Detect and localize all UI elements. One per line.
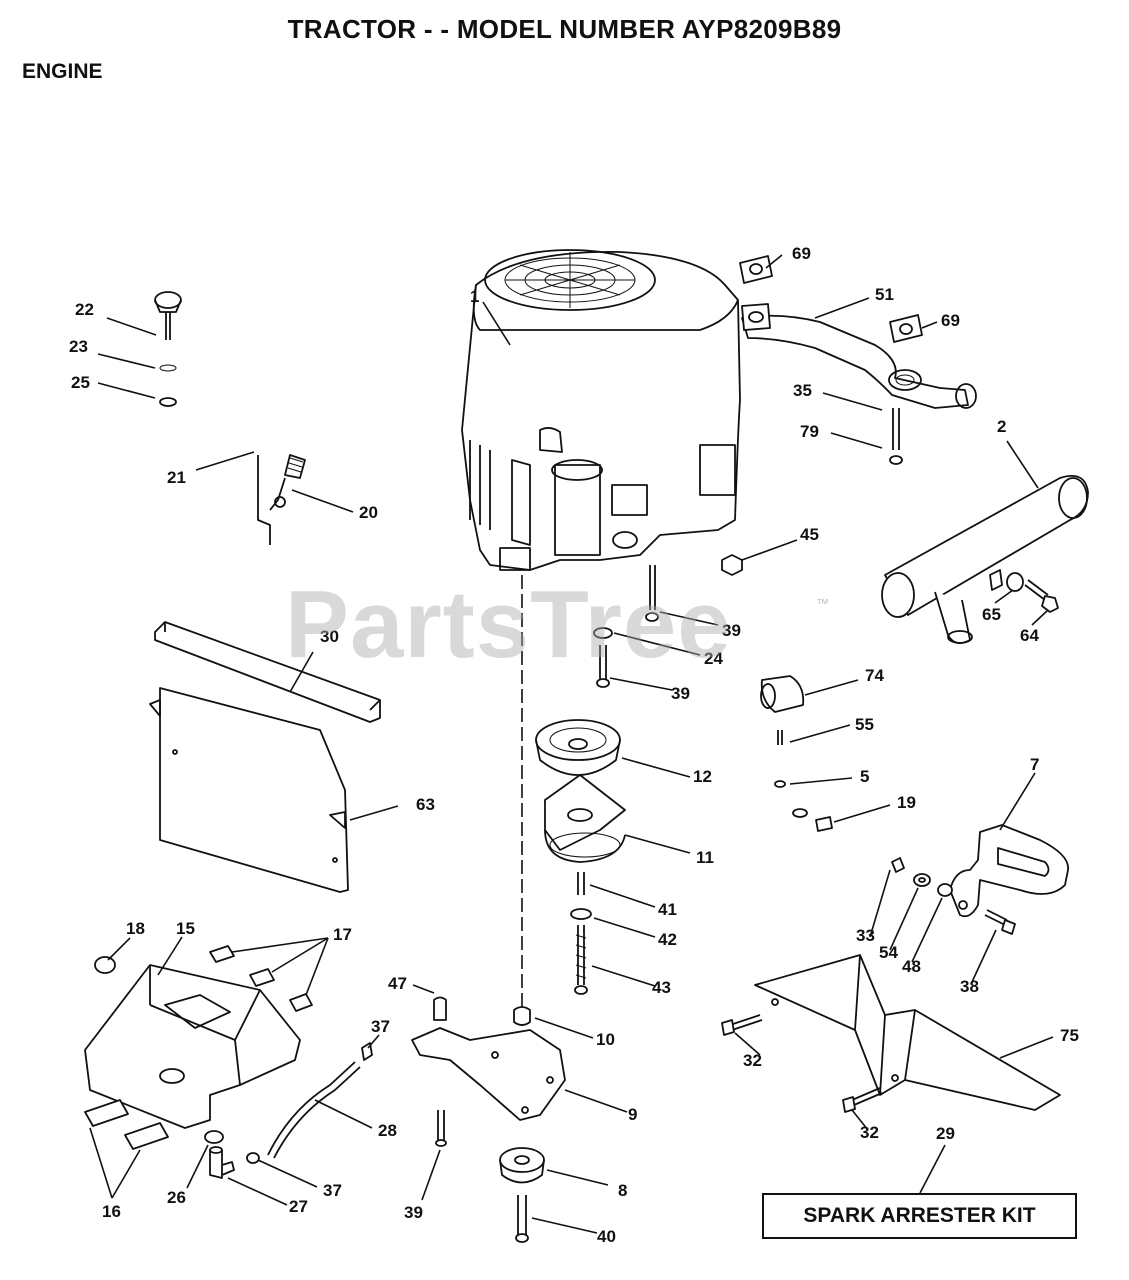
callout-35: 35 (793, 381, 812, 400)
callout-27: 27 (289, 1197, 308, 1216)
callout-69b: 69 (941, 311, 960, 330)
callout-40: 40 (597, 1227, 616, 1246)
callout-79: 79 (800, 422, 819, 441)
exhaust-pipe-part[interactable] (741, 303, 977, 409)
watermark-trademark: ™ (816, 596, 829, 611)
callout-24: 24 (704, 649, 723, 668)
clutch-bolt-part[interactable] (570, 872, 592, 995)
callout-74: 74 (865, 666, 884, 685)
callout-25: 25 (71, 373, 90, 392)
plug-part[interactable] (760, 675, 833, 832)
callout-9: 9 (628, 1105, 637, 1124)
callout-29: 29 (936, 1124, 955, 1143)
engine-part[interactable] (461, 249, 741, 571)
callout-42: 42 (658, 930, 677, 949)
shield-part[interactable] (149, 621, 381, 893)
callout-2: 2 (997, 417, 1006, 436)
callout-18: 18 (126, 919, 145, 938)
bolt-part[interactable] (889, 408, 903, 465)
callout-1: 1 (470, 287, 479, 306)
callout-19: 19 (897, 793, 916, 812)
callout-75: 75 (1060, 1026, 1079, 1045)
callout-12: 12 (693, 767, 712, 786)
callout-16: 16 (102, 1202, 121, 1221)
engine-bolts-part[interactable] (593, 565, 659, 688)
pulley-bolt-part[interactable] (515, 1195, 529, 1243)
bolt-left-part[interactable] (435, 1110, 447, 1147)
pad-parts-17[interactable] (209, 945, 313, 1012)
gasket-part[interactable] (739, 255, 923, 343)
pad-parts-16[interactable] (84, 1099, 169, 1150)
clutch-part[interactable] (544, 774, 626, 863)
callout-39c: 39 (404, 1203, 423, 1222)
callout-55: 55 (855, 715, 874, 734)
callout-37a: 37 (371, 1017, 390, 1036)
callout-64: 64 (1020, 626, 1039, 645)
callout-54: 54 (879, 943, 898, 962)
callout-33: 33 (856, 926, 875, 945)
muffler-hardware-part[interactable] (1006, 572, 1059, 613)
callout-15: 15 (176, 919, 195, 938)
callout-30: 30 (320, 627, 339, 646)
callout-22: 22 (75, 300, 94, 319)
pulley-part[interactable] (535, 719, 621, 776)
callout-37b: 37 (323, 1181, 342, 1200)
bracket-part[interactable] (411, 996, 566, 1121)
callout-7: 7 (1030, 755, 1039, 774)
kit-label: SPARK ARRESTER KIT (803, 1204, 1036, 1227)
callout-65: 65 (982, 605, 1001, 624)
callout-labels: 1 2 5 7 8 9 10 11 12 15 16 17 18 19 20 2… (69, 244, 1079, 1246)
callout-43: 43 (652, 978, 671, 997)
spark-arrester-kit-box[interactable]: SPARK ARRESTER KIT (762, 1193, 1077, 1239)
callout-63: 63 (416, 795, 435, 814)
section-title: ENGINE (22, 60, 103, 83)
callout-32a: 32 (743, 1051, 762, 1070)
idler-pulley-part[interactable] (499, 1147, 545, 1184)
callout-26: 26 (167, 1188, 186, 1207)
callout-38: 38 (960, 977, 979, 996)
page-title: TRACTOR - - MODEL NUMBER AYP8209B89 (287, 14, 842, 44)
bracket-7-part[interactable] (949, 824, 1069, 918)
leader-lines (89, 254, 1054, 1234)
callout-8: 8 (618, 1181, 627, 1200)
callout-10: 10 (596, 1030, 615, 1049)
callout-47: 47 (388, 974, 407, 993)
bracket-hardware-part[interactable] (891, 857, 1016, 935)
callout-17: 17 (333, 925, 352, 944)
callout-23: 23 (69, 337, 88, 356)
callout-20: 20 (359, 503, 378, 522)
callout-45: 45 (800, 525, 819, 544)
callout-41: 41 (658, 900, 677, 919)
nut-part[interactable] (721, 554, 743, 576)
choke-part[interactable] (257, 454, 306, 545)
spacer-part[interactable] (513, 1006, 531, 1026)
callout-32b: 32 (860, 1123, 879, 1142)
knob-part[interactable] (154, 291, 182, 407)
callout-39b: 39 (671, 684, 690, 703)
muffler-part[interactable] (881, 474, 1089, 644)
callout-48: 48 (902, 957, 921, 976)
fuel-tank-part[interactable] (84, 956, 301, 1129)
callout-39a: 39 (722, 621, 741, 640)
shield-bolts-part[interactable] (721, 1014, 883, 1113)
callout-28: 28 (378, 1121, 397, 1140)
callout-69a: 69 (792, 244, 811, 263)
callout-21: 21 (167, 468, 186, 487)
callout-11: 11 (696, 848, 714, 867)
callout-51: 51 (875, 285, 894, 304)
fuel-line-part[interactable] (204, 1042, 373, 1179)
callout-5: 5 (860, 767, 869, 786)
shield-75-part[interactable] (754, 954, 1061, 1111)
watermark: PartsTree (285, 571, 732, 678)
